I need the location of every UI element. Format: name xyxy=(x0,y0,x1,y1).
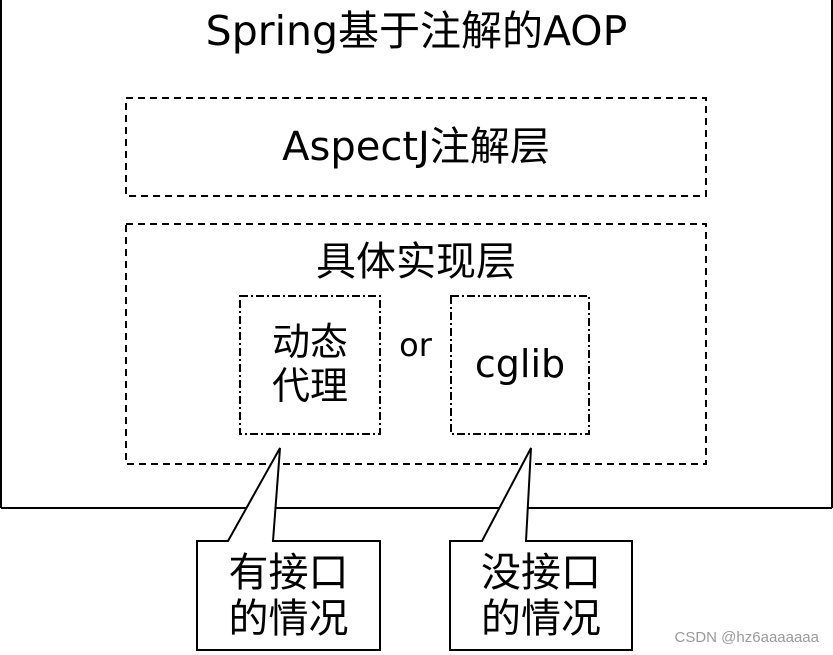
diagram-title: Spring基于注解的AOP xyxy=(205,7,628,56)
watermark: CSDN @hz6aaaaaaa xyxy=(674,629,819,646)
callout-with-interface-line-2: 的情况 xyxy=(228,595,349,642)
callout-with-interface-label: 有接口 的情况 xyxy=(197,541,380,650)
cglib-box xyxy=(450,295,590,435)
annotation-layer-label: AspectJ注解层 xyxy=(282,124,550,170)
dynamic-proxy-box xyxy=(239,295,381,435)
callout-with-interface-shape xyxy=(196,447,381,651)
callout-with-interface-line-1: 有接口 xyxy=(228,549,349,596)
callout-without-interface-label: 没接口 的情况 xyxy=(450,541,632,650)
dynamic-proxy-line-2: 代理 xyxy=(271,364,348,408)
callout-without-interface-shape xyxy=(449,447,633,651)
annotation-layer-box xyxy=(125,97,707,197)
outer-frame xyxy=(0,0,833,509)
cglib-label: cglib xyxy=(474,342,566,387)
callout-without-interface-line-2: 的情况 xyxy=(481,595,601,642)
implementation-layer-box xyxy=(125,223,707,465)
callout-without-interface-line-1: 没接口 xyxy=(481,549,601,596)
or-label: or xyxy=(399,325,432,364)
implementation-layer-label: 具体实现层 xyxy=(316,239,516,285)
dynamic-proxy-label: 动态 代理 xyxy=(240,296,380,434)
dynamic-proxy-line-1: 动态 xyxy=(271,320,348,365)
